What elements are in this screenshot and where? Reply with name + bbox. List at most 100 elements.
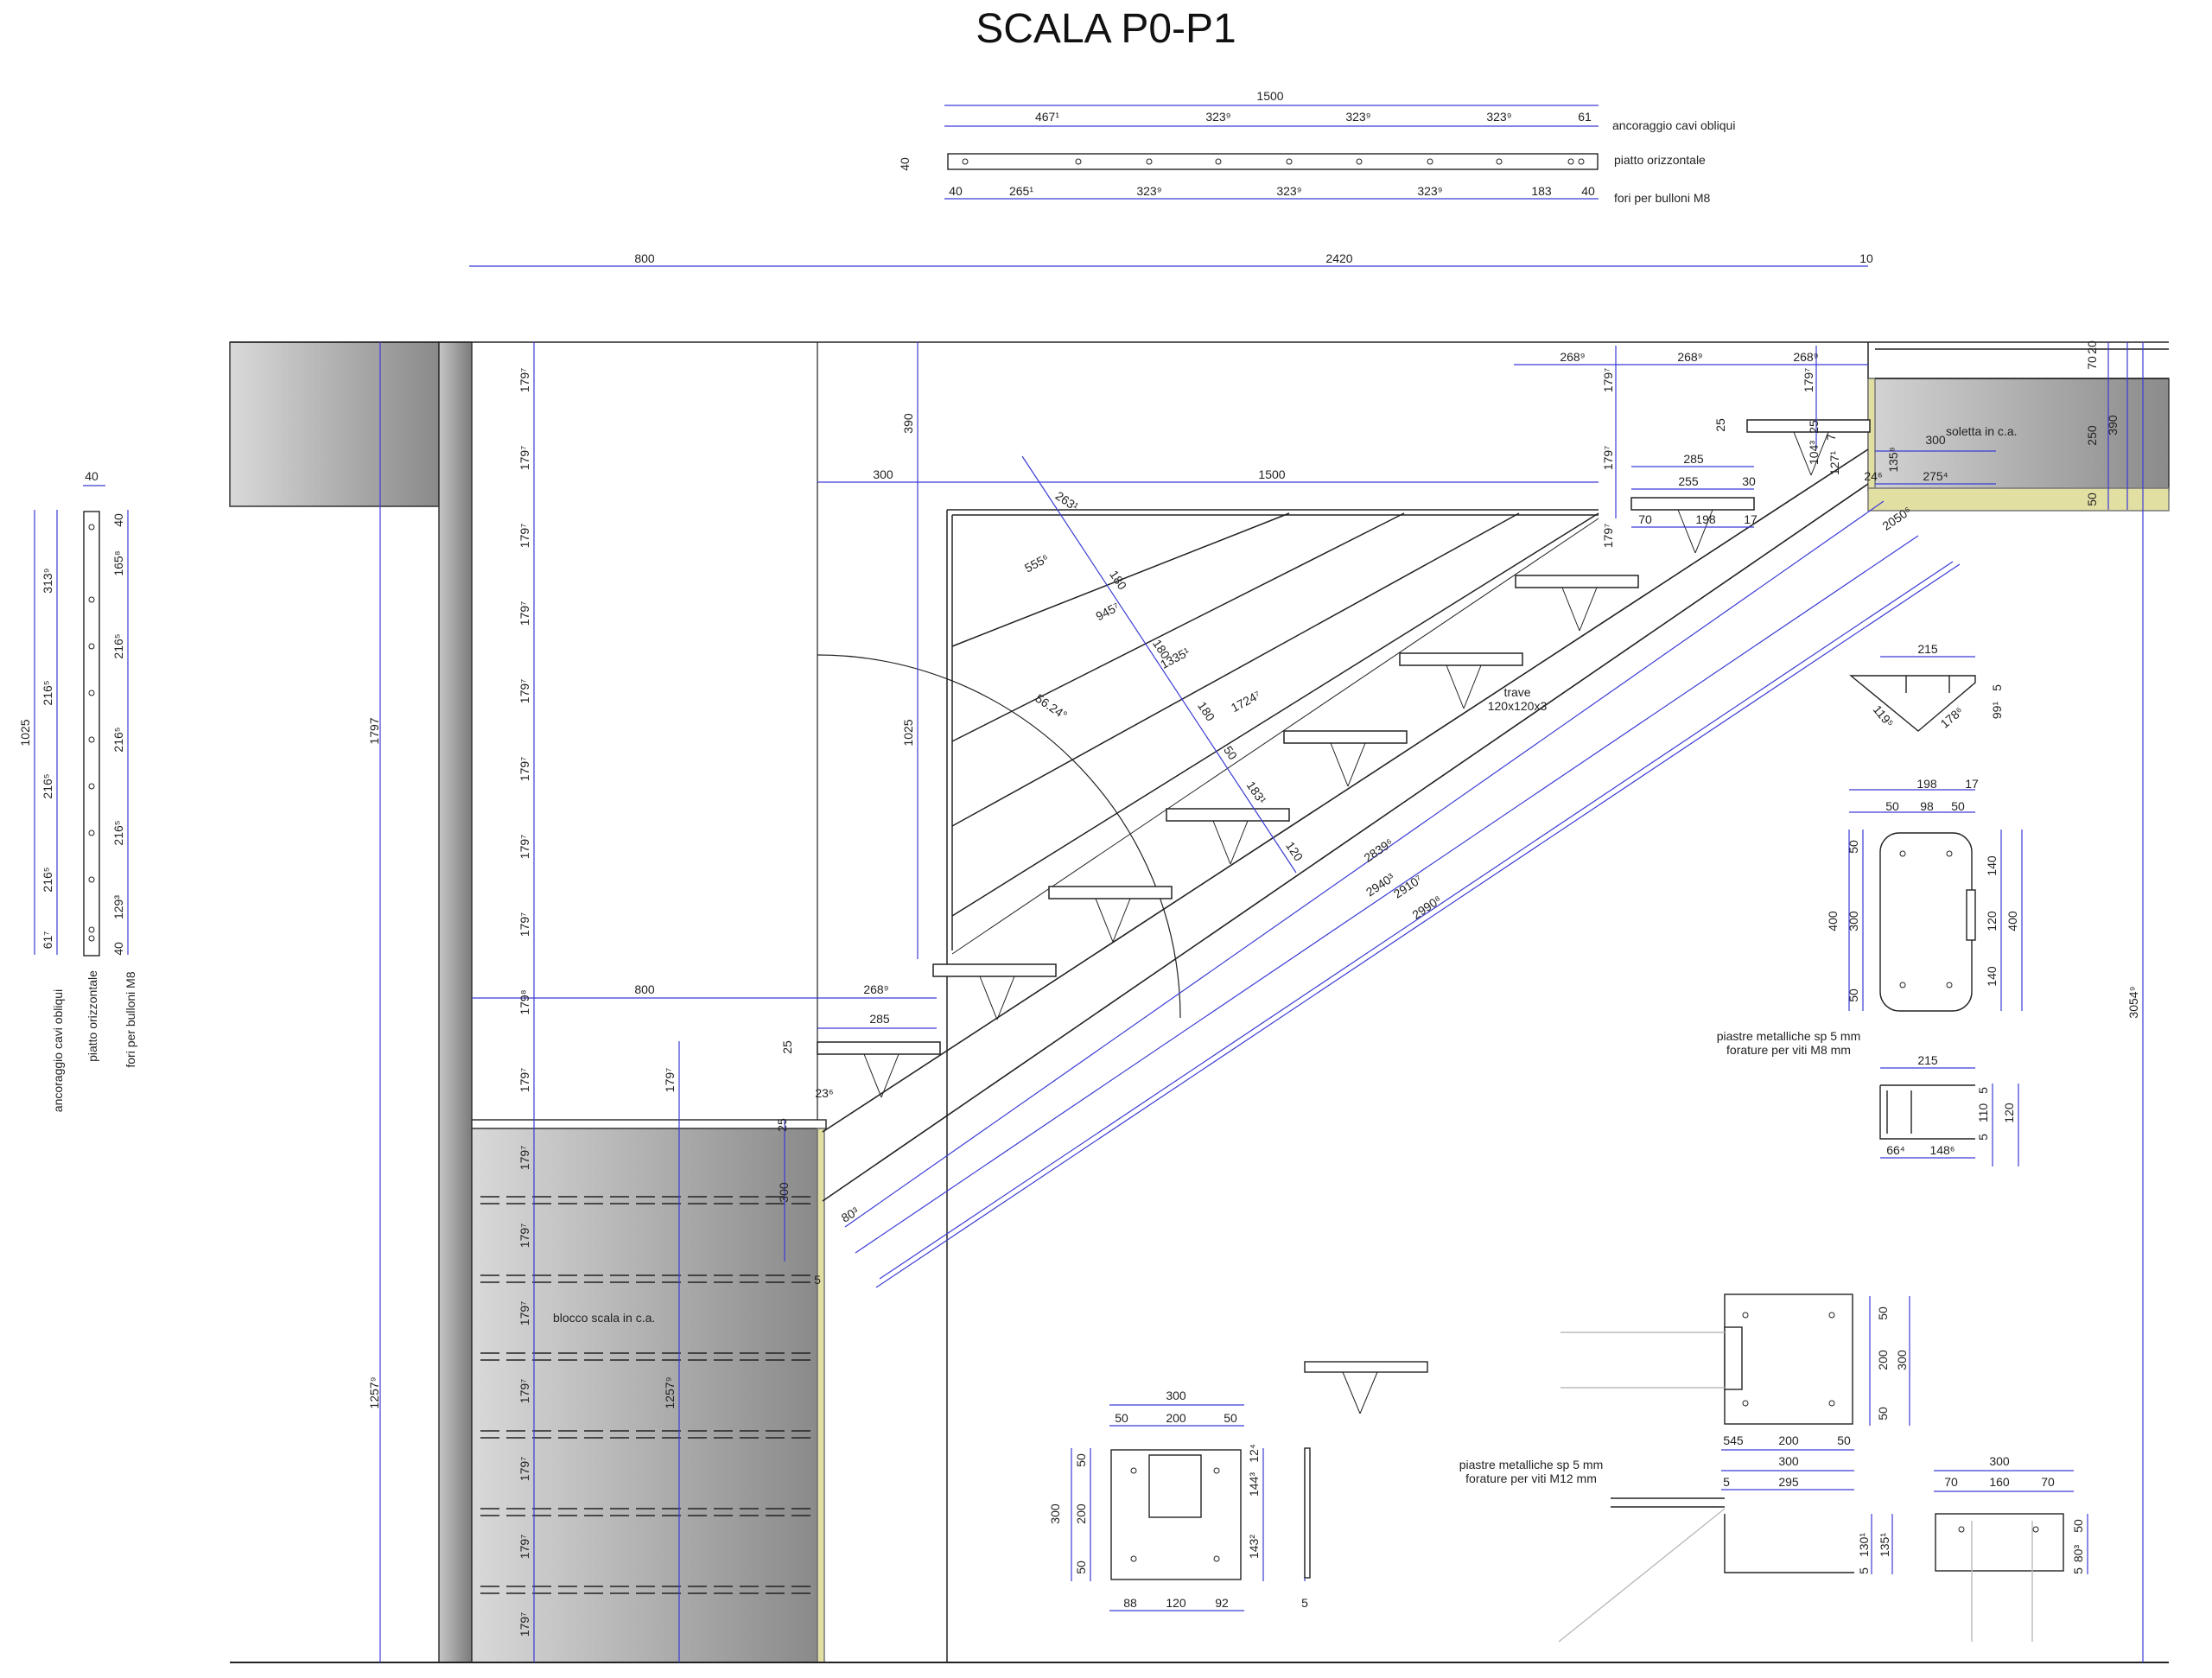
dimension-label: 50 xyxy=(1847,988,1860,1002)
dimension-label: 40 xyxy=(85,469,99,483)
dimension-label: 295 xyxy=(1778,1475,1799,1489)
dimension-label: 268⁹ xyxy=(1677,350,1702,364)
dimension-label: 25 xyxy=(1807,420,1821,434)
dimension-label: 179⁷ xyxy=(518,757,531,781)
dimension-label: 140 xyxy=(1985,966,1999,987)
stair-block xyxy=(471,1127,818,1663)
dimension-label: 216⁵ xyxy=(111,727,125,752)
dimension-label: 127¹ xyxy=(1827,451,1841,475)
dimension-label: 40 xyxy=(898,157,912,171)
dimension-label: 183 xyxy=(1531,184,1552,198)
dimension-label: 2990⁸ xyxy=(1409,893,1444,922)
dimension-label: 50 xyxy=(1847,840,1860,854)
dimension-label: 265¹ xyxy=(1009,184,1033,198)
dimension-label: 300 xyxy=(1166,1389,1186,1402)
dimension-label: 25 xyxy=(775,1118,789,1132)
dimension-label: 179⁷ xyxy=(663,1068,677,1092)
dimension-label: 180 xyxy=(1107,568,1129,592)
dimension-label: 1025 xyxy=(18,719,32,746)
dimension-label: piastre metalliche sp 5 mm xyxy=(1717,1029,1861,1043)
dimension-label: 104³ xyxy=(1807,441,1821,465)
dimension-label: 61 xyxy=(1578,110,1592,124)
dimension-label: 17 xyxy=(1744,512,1758,526)
dimension-label: blocco scala in c.a. xyxy=(553,1311,655,1325)
dimension-label: 7 xyxy=(1824,434,1838,441)
dimension-label: 50 xyxy=(1837,1433,1851,1447)
dimension-label: 179⁷ xyxy=(518,1457,531,1481)
dimension-label: 61⁷ xyxy=(41,931,54,950)
dimension-label: 198 xyxy=(1695,512,1716,526)
dimension-lines xyxy=(34,105,2144,1662)
dimension-label: 1500 xyxy=(1258,467,1285,481)
dimension-label: 300 xyxy=(1778,1454,1799,1468)
dimension-label: 179⁷ xyxy=(518,1224,531,1248)
dimension-label: 70 xyxy=(2041,1475,2055,1489)
slab-yellow-bottom xyxy=(1867,487,2170,512)
dimension-label: 25 xyxy=(1713,418,1727,432)
block-yellow-strip xyxy=(817,1128,825,1663)
dimension-label: 216⁵ xyxy=(41,867,54,892)
dimension-label: 215 xyxy=(1917,1053,1938,1067)
dimension-label: 200 xyxy=(1166,1411,1186,1425)
dimension-label: fori per bulloni M8 xyxy=(1614,191,1710,205)
dimension-label: 268⁹ xyxy=(1793,350,1818,364)
dimension-label: 268⁹ xyxy=(1560,350,1585,364)
dimension-label: 200 xyxy=(1074,1503,1088,1524)
dimension-label: 120x120x3 xyxy=(1488,699,1548,713)
dimension-label: 200 xyxy=(1778,1433,1799,1447)
dimension-label: 1257⁹ xyxy=(367,1376,381,1408)
wall-column xyxy=(438,341,473,1663)
dimension-label: trave xyxy=(1503,685,1530,699)
dimension-label: 144³ xyxy=(1247,1472,1261,1497)
triangle-bracket xyxy=(1849,675,1976,732)
dimension-label: 200 xyxy=(1876,1350,1890,1370)
dimension-label: 179⁷ xyxy=(518,601,531,626)
dimension-label: 50 xyxy=(2085,493,2099,506)
dimension-label: fori per bulloni M8 xyxy=(124,971,137,1067)
dimension-label: 5 xyxy=(1976,1087,1990,1094)
dimension-label: forature per viti M12 mm xyxy=(1465,1471,1597,1485)
dimension-label: 216⁵ xyxy=(111,633,125,658)
dimension-label: 179⁷ xyxy=(518,1146,531,1170)
dimension-label: 92 xyxy=(1215,1596,1229,1610)
dimension-label: 30 xyxy=(1742,474,1756,488)
dimension-label: 99¹ xyxy=(1990,702,2004,720)
dimension-label: 5 xyxy=(1857,1567,1871,1574)
dimension-label: piatto orizzontale xyxy=(1614,153,1706,167)
dimension-label: 215 xyxy=(1917,642,1938,656)
dimension-label: 40 xyxy=(111,513,125,527)
dimension-label: 275⁴ xyxy=(1923,469,1948,483)
dimension-label: 300 xyxy=(1989,1454,2010,1468)
dimension-label: 300 xyxy=(777,1182,791,1203)
dimension-label: ancoraggio cavi obliqui xyxy=(1612,118,1735,132)
structure xyxy=(229,341,2170,1663)
dimension-label: 179⁷ xyxy=(1802,368,1815,392)
dimension-label: 23⁶ xyxy=(815,1086,833,1100)
top-detail-bar xyxy=(947,153,1599,170)
dimension-label: 285 xyxy=(869,1012,890,1026)
dimension-label: 148⁶ xyxy=(1929,1143,1955,1157)
dimension-label: 179⁷ xyxy=(518,679,531,703)
dimension-label: 160 xyxy=(1989,1475,2010,1489)
dimension-label: 179⁷ xyxy=(518,1068,531,1092)
dimension-label: 50 xyxy=(1951,799,1965,813)
dimension-label: 179⁷ xyxy=(518,912,531,937)
dimension-label: 50 xyxy=(1115,1411,1128,1425)
dimension-label: 40 xyxy=(1581,184,1595,198)
cable-dim-labels: 263¹ 555⁶ 945⁷ 1335¹ 1724⁷ 180 180 180 5… xyxy=(1022,488,1306,863)
dimension-label: 130¹ xyxy=(1857,1533,1871,1557)
detail-drawings xyxy=(1110,675,2064,1643)
dimension-label: 300 xyxy=(873,467,893,481)
dimension-label: 120 xyxy=(1985,911,1999,931)
dimension-label: 467¹ xyxy=(1035,110,1059,124)
upper-left-concrete xyxy=(229,341,440,507)
dimension-label: ancoraggio cavi obliqui xyxy=(51,989,65,1112)
dimension-label: 120 xyxy=(2002,1103,2016,1123)
dimension-label: 179⁷ xyxy=(1601,524,1615,548)
dimension-label: 5 xyxy=(814,1273,821,1287)
dimension-label: 1724⁷ xyxy=(1229,688,1262,715)
dimension-label: 5 xyxy=(1723,1475,1730,1489)
dimension-label: 323⁹ xyxy=(1136,184,1161,198)
dimension-label: 216⁵ xyxy=(41,773,54,798)
